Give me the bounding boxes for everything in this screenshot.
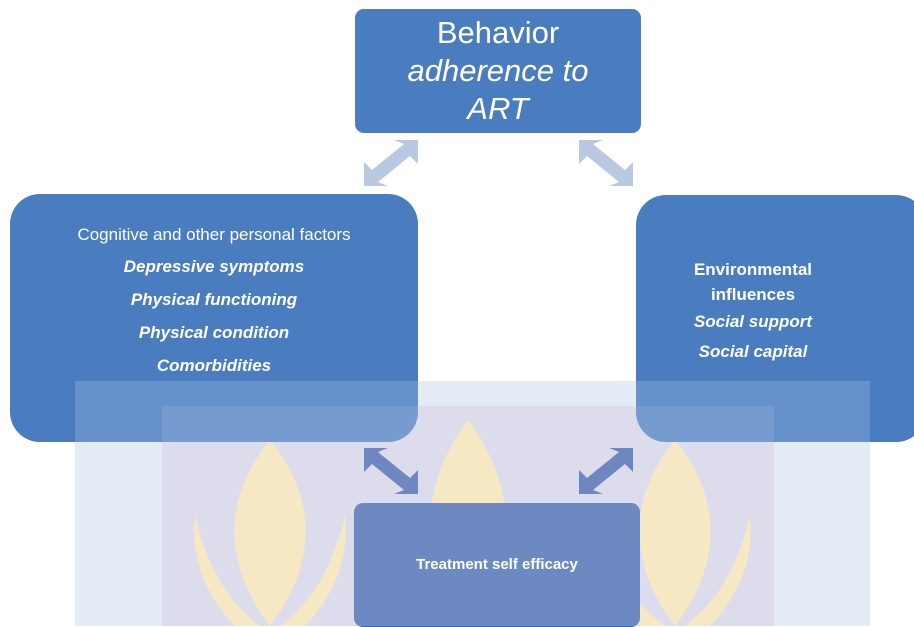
environmental-influences-box: Environmental influences Social support … (636, 195, 914, 442)
self-efficacy-box: Treatment self efficacy (354, 503, 640, 627)
personal-factor-item: Comorbidities (156, 356, 272, 375)
self-efficacy-label: Treatment self efficacy (416, 556, 578, 573)
personal-factor-item: Depressive symptoms (123, 257, 305, 276)
double-arrow-icon (364, 140, 418, 186)
behavior-title: Behavior (436, 15, 560, 50)
double-arrow-icon (579, 140, 633, 186)
watermark-leaf-icon (194, 440, 346, 626)
environmental-influence-item: Social capital (698, 342, 808, 361)
personal-factor-item: Physical condition (138, 323, 290, 342)
behavior-box: Behavior adherence to ART (355, 9, 641, 133)
environmental-influence-item: Social support (693, 312, 813, 331)
personal-factors-heading: Cognitive and other personal factors (77, 225, 351, 244)
behavior-subtitle: adherence to ART (407, 53, 589, 126)
double-arrow-icon (579, 448, 633, 494)
personal-factors-box: Cognitive and other personal factors Dep… (10, 194, 418, 442)
double-arrow-icon (364, 448, 418, 494)
environmental-influences-heading: Environmental influences (693, 260, 813, 304)
personal-factor-item: Physical functioning (130, 290, 298, 309)
